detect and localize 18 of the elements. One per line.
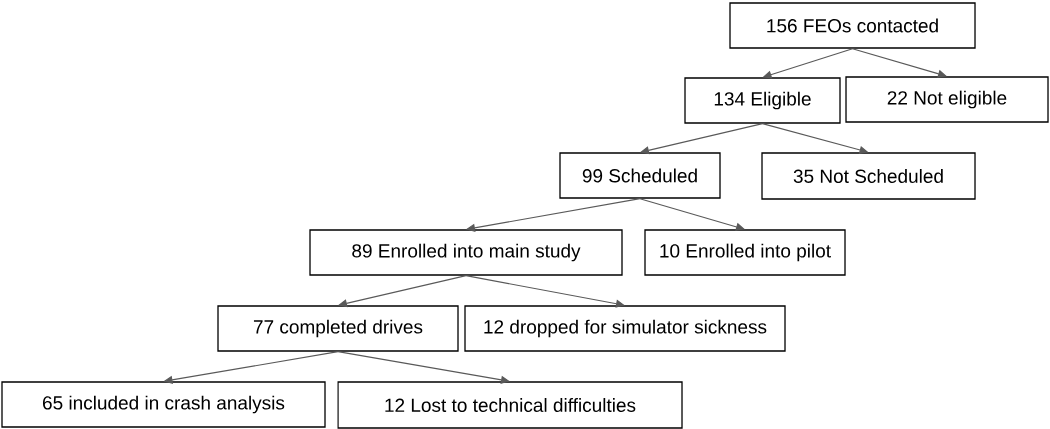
process-box: 134 Eligible (684, 77, 841, 124)
arrow (639, 198, 745, 231)
arrow (466, 198, 641, 232)
process-box: 89 Enrolled into main study (309, 229, 623, 276)
arrow (337, 351, 510, 384)
arrow (640, 123, 764, 155)
process-box: 99 Scheduled (559, 152, 721, 199)
arrow (338, 275, 467, 308)
arrow (465, 275, 625, 308)
process-box: 10 Enrolled into pilot (644, 229, 846, 276)
process-box: 12 dropped for simulator sickness (464, 305, 786, 352)
process-box: 156 FEOs contacted (729, 2, 976, 49)
process-box: 12 Lost to technical difficulties (337, 381, 683, 429)
arrow (851, 48, 947, 78)
process-box: 22 Not eligible (845, 76, 1049, 123)
process-box: 77 completed drives (217, 305, 459, 352)
process-box: 65 included in crash analysis (1, 381, 326, 428)
process-box: 35 Not Scheduled (761, 152, 976, 200)
